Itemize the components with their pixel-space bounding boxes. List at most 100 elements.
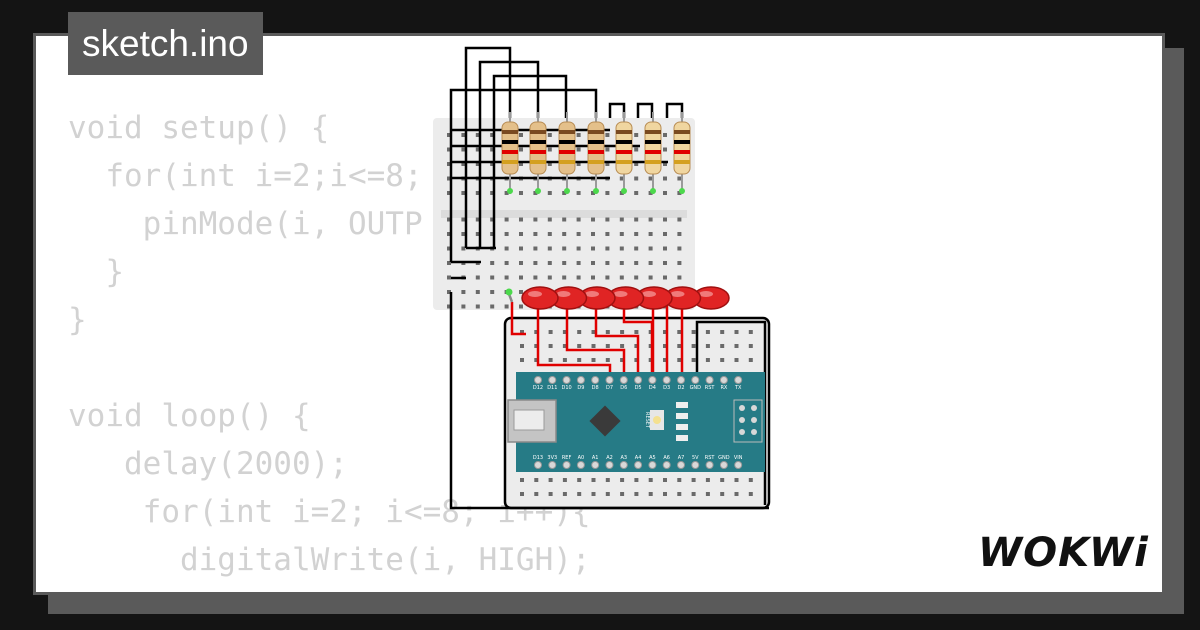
breadboard-hole bbox=[447, 217, 451, 222]
breadboard-hole bbox=[475, 217, 480, 222]
icsp-pin bbox=[739, 429, 745, 435]
breadboard-hole bbox=[562, 191, 567, 195]
wire-black-4 bbox=[449, 88, 598, 262]
breadboard-hole bbox=[591, 330, 596, 334]
breadboard-hole bbox=[447, 162, 451, 166]
pin-label: A0 bbox=[578, 455, 585, 461]
breadboard-hole bbox=[447, 246, 451, 251]
resistor-body bbox=[615, 121, 633, 175]
breadboard-hole bbox=[605, 246, 610, 251]
breadboard-hole bbox=[620, 478, 625, 482]
breadboard-hole bbox=[548, 492, 553, 496]
breadboard-hole bbox=[547, 261, 552, 265]
resistor-band bbox=[674, 140, 690, 144]
pin-label: D11 bbox=[547, 385, 557, 391]
code-line-5: } bbox=[68, 302, 87, 338]
breadboard-hole bbox=[490, 261, 495, 265]
pin-label: VIN bbox=[734, 455, 743, 461]
breadboard-hole bbox=[605, 478, 610, 482]
breadboard-hole bbox=[547, 232, 552, 236]
breadboard-hole bbox=[519, 232, 523, 236]
code-line-2: for(int i=2;i<=8; bbox=[68, 158, 423, 194]
breadboard-hole bbox=[648, 275, 653, 280]
wokwi-logo: WOKWi bbox=[978, 530, 1148, 576]
reset-button bbox=[653, 416, 661, 424]
breadboard-hole bbox=[520, 492, 524, 496]
breadboard-hole bbox=[663, 261, 667, 265]
breadboard-hole bbox=[577, 344, 582, 348]
pin-label: D12 bbox=[533, 385, 543, 391]
pin-label: RST bbox=[705, 455, 716, 461]
breadboard-hole bbox=[562, 344, 567, 348]
breadboard-hole bbox=[634, 246, 639, 251]
header-pin bbox=[534, 461, 542, 469]
pin-label: 5V bbox=[692, 455, 699, 461]
breadboard-hole bbox=[691, 492, 696, 496]
code-line-8: delay(2000); bbox=[68, 446, 348, 482]
breadboard-hole bbox=[620, 492, 625, 496]
breadboard-hole bbox=[705, 492, 710, 496]
wire-black-7 bbox=[665, 102, 684, 118]
code-line-3: pinMode(i, OUTP bbox=[68, 206, 423, 242]
breadboard-hole bbox=[447, 176, 451, 181]
breadboard-hole bbox=[677, 478, 682, 482]
breadboard-bottom-holes bbox=[520, 330, 753, 496]
breadboard-hole bbox=[663, 330, 667, 334]
breadboard-hole bbox=[490, 275, 495, 280]
breadboard-hole bbox=[475, 162, 480, 166]
breadboard-hole bbox=[691, 358, 696, 362]
header-pin bbox=[548, 461, 557, 469]
pin-label: D4 bbox=[649, 385, 656, 391]
breadboard-hole bbox=[533, 217, 538, 222]
resistor-body bbox=[529, 121, 547, 175]
breadboard-hole bbox=[562, 358, 567, 362]
breadboard-hole bbox=[663, 478, 667, 482]
breadboard-hole bbox=[475, 191, 480, 195]
resistor-band bbox=[502, 150, 518, 154]
resistor-band bbox=[502, 140, 518, 144]
breadboard-hole bbox=[547, 133, 552, 137]
resistor-band bbox=[530, 160, 546, 164]
resistor-node bbox=[621, 188, 627, 194]
breadboard-hole bbox=[720, 492, 725, 496]
resistor-band bbox=[645, 150, 661, 154]
breadboard-hole bbox=[534, 478, 539, 482]
breadboard-hole bbox=[576, 261, 581, 265]
breadboard-hole bbox=[591, 232, 595, 236]
code-line-10: digitalWrite(i, HIGH); bbox=[68, 542, 591, 578]
wire-black-ground bbox=[449, 292, 769, 510]
breadboard-hole bbox=[447, 261, 451, 265]
icsp-pin bbox=[751, 429, 757, 435]
pin-label: D6 bbox=[620, 385, 627, 391]
breadboard-hole bbox=[447, 290, 451, 294]
breadboard-hole bbox=[691, 478, 696, 482]
breadboard-hole bbox=[461, 232, 466, 236]
breadboard-hole bbox=[475, 304, 480, 309]
breadboard-hole bbox=[447, 304, 451, 309]
breadboard-hole bbox=[504, 261, 509, 265]
pin-label: A5 bbox=[649, 455, 656, 461]
breadboard-hole bbox=[677, 344, 682, 348]
breadboard-hole bbox=[619, 232, 624, 236]
breadboard-hole bbox=[562, 492, 567, 496]
breadboard-hole bbox=[504, 246, 509, 251]
usb-port bbox=[513, 409, 545, 431]
breadboard-hole bbox=[519, 133, 523, 137]
breadboard-hole bbox=[490, 304, 495, 309]
breadboard-hole bbox=[591, 358, 596, 362]
resistor-band bbox=[502, 160, 518, 164]
probe-dot bbox=[505, 288, 513, 296]
resistor-band bbox=[559, 160, 575, 164]
breadboard-hole bbox=[634, 330, 639, 334]
breadboard-hole bbox=[461, 304, 466, 309]
breadboard-hole bbox=[447, 191, 451, 195]
wire-red-0 bbox=[510, 302, 526, 336]
header-pin bbox=[576, 376, 585, 384]
resistor-band bbox=[588, 150, 604, 154]
pin-label: D7 bbox=[606, 385, 613, 391]
breadboard-hole bbox=[663, 358, 667, 362]
breadboard-hole bbox=[648, 217, 653, 222]
breadboard-hole bbox=[677, 261, 682, 265]
breadboard-hole bbox=[534, 344, 539, 348]
